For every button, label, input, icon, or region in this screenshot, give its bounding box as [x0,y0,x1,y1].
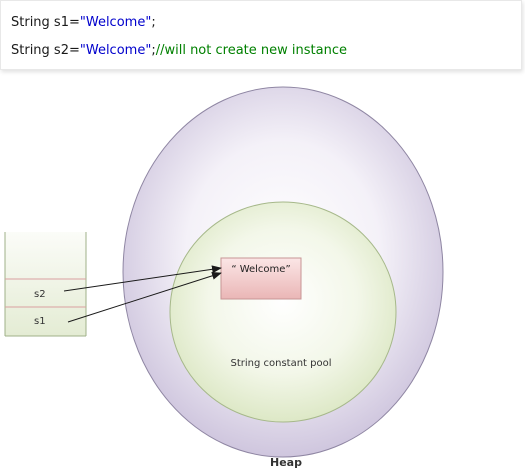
heap-label: Heap [270,456,302,469]
code-snippet-box: String s1="Welcome"; String s2="Welcome"… [0,0,522,70]
code-line-1-prefix: String s1= [11,15,80,30]
code-line-1: String s1="Welcome"; [11,15,156,30]
string-object-value: “ Welcome” [231,264,290,275]
string-constant-pool-region [169,201,397,423]
code-line-2-prefix: String s2= [11,43,80,58]
code-line-1-literal: "Welcome" [79,15,152,30]
string-object: “ Welcome” [220,257,302,300]
arrow-s2-to-welcome [63,265,222,292]
code-line-2-suffix: ; [151,43,156,58]
stack-frame: s2 s1 [4,232,87,337]
pool-label: String constant pool [230,358,331,369]
code-line-2: String s2="Welcome";//will not create ne… [11,43,347,58]
stack-background [5,232,86,336]
stack-cell-s2: s2 [34,289,46,300]
stack-cell-s1: s1 [34,316,46,327]
code-line-2-literal: "Welcome" [79,43,152,58]
code-line-2-comment: //will not create new instance [155,43,347,58]
arrow-s1-to-welcome [67,271,222,323]
code-line-1-suffix: ; [151,15,156,30]
string-object-box [220,257,302,300]
